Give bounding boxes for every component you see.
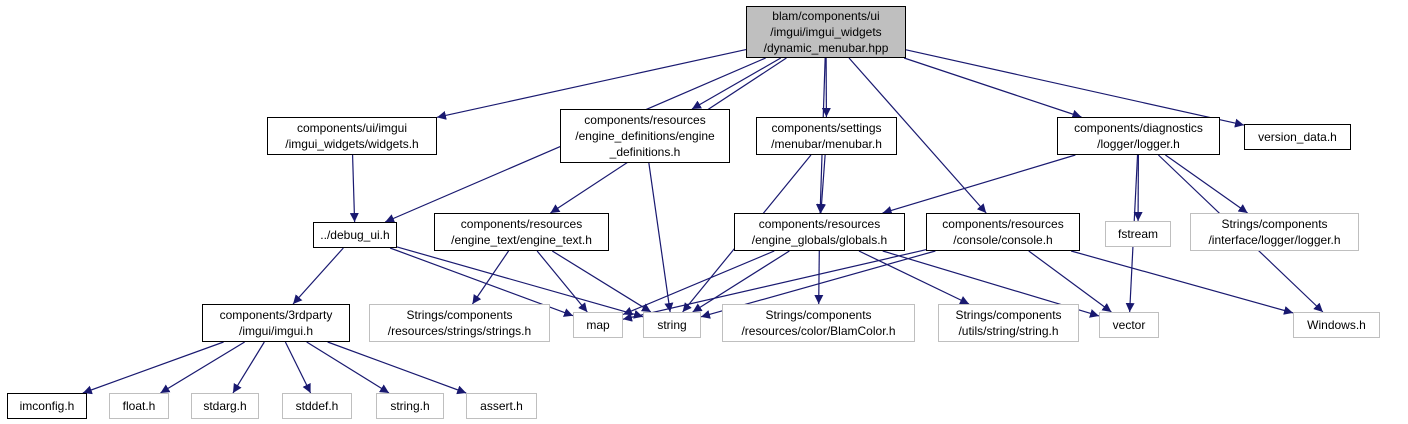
edge-imgui-to-stringh: [306, 341, 390, 394]
edge-enginetext-to-map: [536, 250, 588, 313]
node-float-h[interactable]: float.h: [109, 393, 169, 419]
node-engine-definitions-h[interactable]: components/resources /engine_definitions…: [560, 109, 730, 163]
node-label-line: /resources/strings/strings.h: [387, 324, 532, 338]
node-imconfig-h[interactable]: imconfig.h: [7, 393, 87, 419]
edge-enginedef-to-string: [648, 162, 674, 313]
node-label-line: float.h: [122, 399, 156, 413]
edge-globals-to-blamcolor: [814, 250, 824, 305]
edge-widgets-to-debugui: [349, 154, 359, 223]
node-label-line: stdarg.h: [203, 399, 247, 413]
node-label-line: version_data.h: [1258, 130, 1337, 144]
node-label-line: /menubar/menubar.h: [771, 137, 882, 151]
node-console-h[interactable]: components/resources /console/console.h: [926, 213, 1080, 251]
node-version-data-h[interactable]: version_data.h: [1244, 124, 1351, 150]
node-windows-h[interactable]: Windows.h: [1293, 312, 1380, 338]
node-strings-utils-string-h[interactable]: Strings/components /utils/string/string.…: [938, 304, 1079, 342]
node-label-line: /engine_definitions/engine: [575, 129, 715, 143]
node-label-line: string.h: [390, 399, 430, 413]
edge-root-to-enginedef: [691, 57, 782, 110]
node-vector[interactable]: vector: [1099, 312, 1159, 338]
edge-imgui-to-stddef: [284, 341, 312, 394]
edge-debugui-to-string: [396, 246, 644, 319]
node-diagnostics-logger-h[interactable]: components/diagnostics /logger/logger.h: [1057, 117, 1220, 155]
node-label-line: stddef.h: [295, 399, 339, 413]
node-label-line: /resources/color/BlamColor.h: [741, 324, 896, 338]
node-label-line: components/ui/imgui: [296, 121, 408, 135]
edge-console-to-vector: [1028, 250, 1112, 313]
node-label-line: components/settings: [771, 121, 882, 135]
node-blamcolor-h[interactable]: Strings/components /resources/color/Blam…: [722, 304, 915, 342]
node-label-line: imconfig.h: [19, 399, 75, 413]
edge-menubar-to-globals: [817, 154, 827, 214]
node-label-line: components/resources: [758, 217, 881, 231]
node-label-line: /interface/logger/logger.h: [1208, 233, 1341, 247]
node-label-line: Strings/components: [765, 308, 872, 322]
node-label-line: fstream: [1117, 227, 1158, 241]
node-label-line: /console/console.h: [953, 233, 1053, 247]
edge-imgui-to-float: [160, 341, 245, 394]
node-string-h[interactable]: string.h: [376, 393, 444, 419]
node-label-line: /logger/logger.h: [1097, 137, 1180, 151]
node-strings-logger-h[interactable]: Strings/components /interface/logger/log…: [1190, 213, 1359, 251]
edge-root-to-widgets: [436, 48, 747, 120]
edge-debugui-to-imgui: [292, 247, 344, 305]
node-menubar-h[interactable]: components/settings /menubar/menubar.h: [756, 117, 897, 155]
node-label-line: /utils/string/string.h: [958, 324, 1059, 338]
node-label-line: components/3rdparty: [219, 308, 333, 322]
edge-globals-to-string: [692, 250, 790, 313]
node-label-line: blam/components/ui: [772, 9, 880, 23]
node-label-line: assert.h: [480, 399, 523, 413]
edge-globals-to-sutilstr: [858, 250, 970, 305]
edge-globals-to-map: [622, 250, 775, 316]
node-map[interactable]: map: [573, 312, 623, 338]
node-label-line: /imgui_widgets/widgets.h: [285, 137, 419, 151]
edge-logger-to-slogger: [1165, 154, 1248, 214]
node-imgui-h[interactable]: components/3rdparty /imgui/imgui.h: [202, 304, 350, 342]
node-engine-globals-h[interactable]: components/resources /engine_globals/glo…: [734, 213, 905, 251]
node-assert-h[interactable]: assert.h: [466, 393, 537, 419]
node-label-line: Windows.h: [1307, 318, 1366, 332]
edge-console-to-map: [622, 249, 927, 322]
node-label-line: /imgui/imgui.h: [238, 324, 314, 338]
edge-enginetext-to-sstrings: [471, 250, 510, 305]
node-label-line: Strings/components: [406, 308, 513, 322]
edge-enginetext-to-string: [551, 250, 652, 313]
node-string[interactable]: string: [643, 312, 701, 338]
node-label-line: components/resources: [942, 217, 1064, 231]
node-label-line: components/resources: [460, 217, 583, 231]
node-label-line: ../debug_ui.h: [320, 228, 390, 242]
node-label-line: /engine_text/engine_text.h: [451, 233, 592, 247]
node-engine-text-h[interactable]: components/resources /engine_text/engine…: [434, 213, 609, 251]
node-widgets-h[interactable]: components/ui/imgui /imgui_widgets/widge…: [267, 117, 437, 155]
node-strings-strings-h[interactable]: Strings/components /resources/strings/st…: [369, 304, 550, 342]
node-debug-ui-h[interactable]: ../debug_ui.h: [313, 222, 397, 248]
node-label-line: Strings/components: [955, 308, 1062, 322]
node-label-line: components/resources: [584, 113, 706, 127]
node-label-line: /dynamic_menubar.hpp: [763, 41, 889, 55]
node-label-line: map: [586, 318, 610, 332]
node-label-line: _definitions.h: [609, 145, 681, 159]
node-label-line: string: [657, 318, 687, 332]
edge-root-to-logger: [903, 57, 1082, 119]
node-label-line: vector: [1112, 318, 1146, 332]
node-label-line: components/diagnostics: [1074, 121, 1203, 135]
node-stdarg-h[interactable]: stdarg.h: [191, 393, 259, 419]
edge-console-to-windows: [1070, 250, 1294, 315]
node-label-line: /engine_globals/globals.h: [751, 233, 888, 247]
node-fstream[interactable]: fstream: [1105, 221, 1171, 247]
node-dynamic-menubar-hpp: blam/components/ui /imgui/imgui_widgets …: [746, 6, 906, 58]
node-stddef-h[interactable]: stddef.h: [282, 393, 352, 419]
node-label-line: Strings/components: [1221, 217, 1328, 231]
edge-imgui-to-imconfig: [82, 341, 224, 395]
edge-imgui-to-assert: [327, 341, 467, 395]
node-label-line: /imgui/imgui_widgets: [770, 25, 882, 39]
edge-imgui-to-stdarg: [232, 341, 265, 394]
edge-root-to-version: [905, 49, 1245, 128]
edge-root-to-console: [848, 57, 987, 214]
edge-logger-to-globals: [882, 154, 1076, 215]
